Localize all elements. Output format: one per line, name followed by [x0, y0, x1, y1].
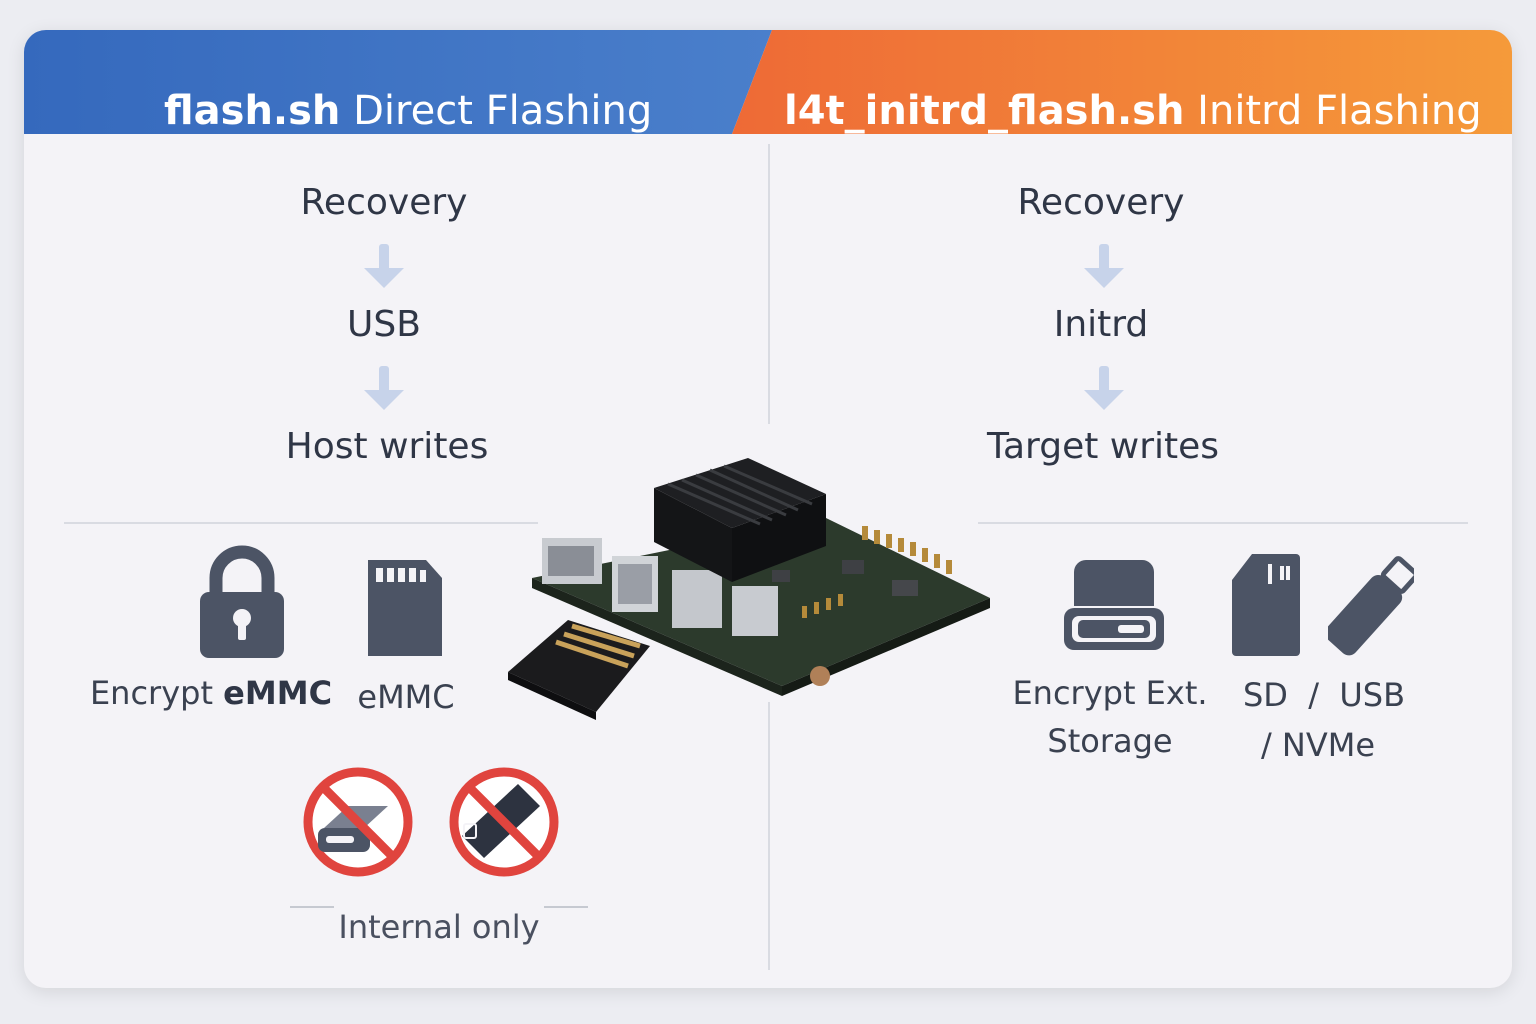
right-step-target-writes: Target writes: [986, 426, 1220, 467]
note-line-left: [290, 906, 334, 908]
left-step-host-writes: Host writes: [285, 426, 489, 467]
note-line-right: [544, 906, 588, 908]
sd-card-photo: [508, 620, 650, 720]
right-step-recovery: Recovery: [1017, 182, 1185, 223]
sd-card-icon: [1232, 554, 1300, 656]
left-header-bg: [24, 30, 772, 134]
center-divider-top: [768, 144, 770, 424]
right-title-bold: l4t_initrd_flash.sh: [784, 88, 1185, 134]
right-header-bg: [732, 30, 1512, 134]
emmc-card-icon: [368, 560, 442, 656]
left-title-bold: flash.sh: [164, 88, 341, 134]
left-step-usb: USB: [347, 304, 421, 345]
no-external-drive-icon: [303, 767, 413, 877]
right-title-light: Initrd Flashing: [1197, 88, 1482, 134]
left-header-title: flash.sh Direct Flashing: [164, 88, 652, 134]
storage-options-line1: SD / USB: [1242, 676, 1406, 714]
right-section-divider: [978, 522, 1468, 524]
encrypt-emmc-bold: eMMC: [223, 674, 333, 712]
left-title-light: Direct Flashing: [353, 88, 653, 134]
down-arrow-icon: [1084, 244, 1124, 288]
usb-drive-icon: [1328, 556, 1414, 656]
lock-icon: [200, 545, 284, 658]
no-usb-drive-icon: [449, 767, 559, 877]
encrypt-ext-storage-line2: Storage: [1047, 722, 1173, 760]
header-band: [24, 30, 1512, 134]
internal-only-note: Internal only: [338, 908, 540, 946]
comparison-card: flash.sh Direct Flashing l4t_initrd_flas…: [24, 30, 1512, 988]
down-arrow-icon: [364, 366, 404, 410]
right-header-title: l4t_initrd_flash.sh Initrd Flashing: [784, 88, 1482, 134]
external-drive-icon: [1064, 560, 1164, 650]
left-step-recovery: Recovery: [300, 182, 468, 223]
down-arrow-icon: [1084, 366, 1124, 410]
left-section-divider: [64, 522, 538, 524]
emmc-label: eMMC: [357, 678, 455, 716]
encrypt-emmc-label: Encrypt eMMC: [90, 674, 332, 712]
storage-options-line2: / NVMe: [1260, 726, 1376, 764]
down-arrow-icon: [364, 244, 404, 288]
right-step-initrd: Initrd: [1053, 304, 1149, 345]
encrypt-emmc-prefix: Encrypt: [89, 674, 213, 712]
jetson-dev-board-photo: [532, 458, 990, 696]
encrypt-ext-storage-line1: Encrypt Ext.: [1012, 674, 1208, 712]
center-divider-bottom: [768, 702, 770, 970]
